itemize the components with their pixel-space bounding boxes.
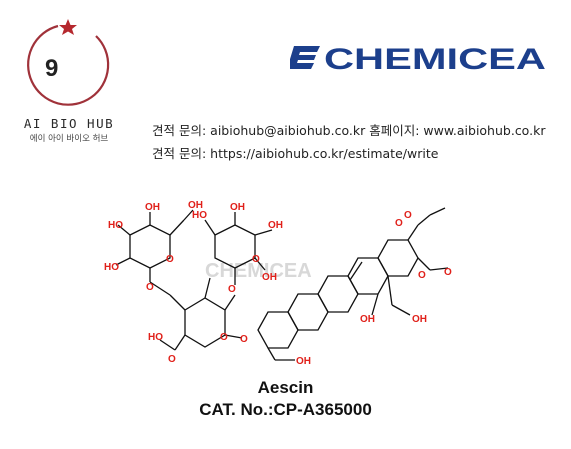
atom-label: O bbox=[404, 210, 412, 221]
chemicea-e-icon bbox=[290, 46, 320, 69]
atom-label: OH bbox=[230, 202, 245, 213]
atom-label: HO bbox=[104, 262, 119, 273]
atom-label: OH bbox=[296, 356, 311, 367]
brand-name: AI BIO HUB bbox=[23, 116, 115, 131]
atom-label: O bbox=[240, 334, 248, 345]
atom-label: O bbox=[146, 282, 154, 293]
atom-label: O bbox=[395, 218, 403, 229]
atom-label: O bbox=[418, 270, 426, 281]
chemicea-logo: CHEMICEA bbox=[290, 43, 546, 74]
atom-label: O bbox=[228, 284, 236, 295]
atom-label: O bbox=[166, 254, 174, 265]
atom-label: HO bbox=[148, 332, 163, 343]
atom-label: HO bbox=[192, 210, 207, 221]
logo-digit: 9 bbox=[45, 55, 58, 82]
brand-subtitle: 에이 아이 바이오 허브 bbox=[29, 134, 109, 144]
atom-label: OH bbox=[268, 220, 283, 231]
atom-label: OH bbox=[412, 314, 427, 325]
atom-label: OH bbox=[145, 202, 160, 213]
atom-label: O bbox=[252, 254, 260, 265]
ai-bio-hub-logo: 9 bbox=[27, 19, 110, 106]
atom-label: OH bbox=[360, 314, 375, 325]
atom-label: O bbox=[168, 354, 176, 365]
chemical-structure: CHEMICEA bbox=[104, 200, 452, 367]
logo-arc bbox=[27, 24, 110, 106]
atom-label: O bbox=[220, 332, 228, 343]
atom-label: O bbox=[444, 267, 452, 278]
contact-estimate-link: 견적 문의: https://aibiohub.co.kr/estimate/w… bbox=[152, 146, 439, 161]
atom-label: OH bbox=[188, 200, 203, 211]
star-icon bbox=[59, 19, 77, 35]
chemicea-wordmark: CHEMICEA bbox=[324, 43, 546, 74]
compound-name: Aescin bbox=[257, 378, 314, 397]
atom-label: HO bbox=[108, 220, 123, 231]
catalog-number: CAT. No.:CP-A365000 bbox=[199, 400, 372, 419]
atom-label: OH bbox=[262, 272, 277, 283]
structure-watermark: CHEMICEA bbox=[205, 260, 312, 282]
contact-email-website: 견적 문의: aibiohub@aibiohub.co.kr 홈페이지: www… bbox=[152, 123, 546, 138]
